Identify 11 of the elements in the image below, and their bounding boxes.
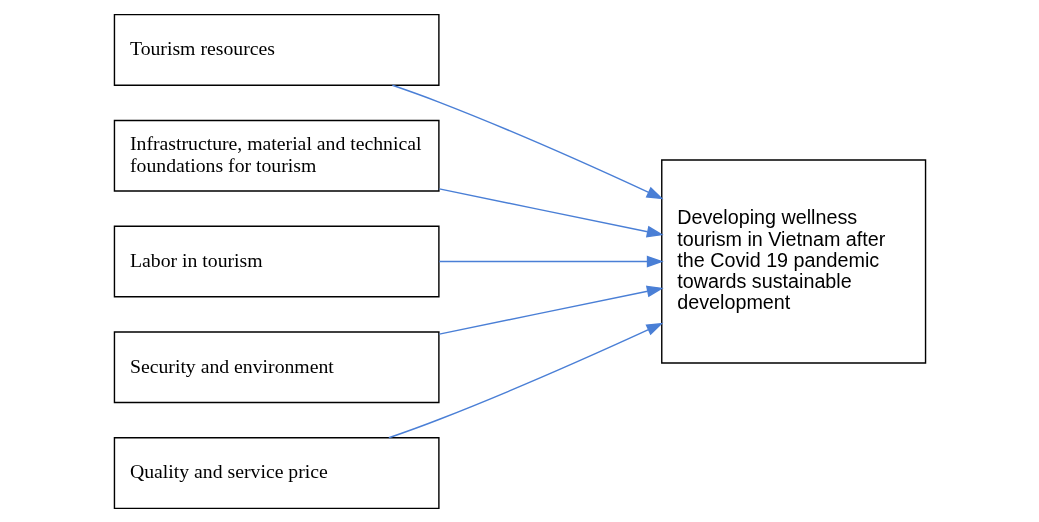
node-box: Developing wellness tourism in Vietnam after the Covid 19 pandemic towards sustainable development	[660, 158, 926, 364]
arrow	[438, 187, 664, 237]
node-box: Security and environment	[113, 330, 440, 403]
node-box: Infrastructure, material and technical foundations for tourism	[113, 119, 440, 192]
arrow	[391, 84, 663, 199]
arrow	[438, 285, 664, 335]
arrow	[438, 255, 664, 267]
node-box: Quality and service price	[113, 436, 440, 509]
node-box: Tourism resources	[113, 13, 440, 86]
node-box: Labor in tourism	[113, 225, 440, 297]
arrow	[387, 322, 663, 438]
